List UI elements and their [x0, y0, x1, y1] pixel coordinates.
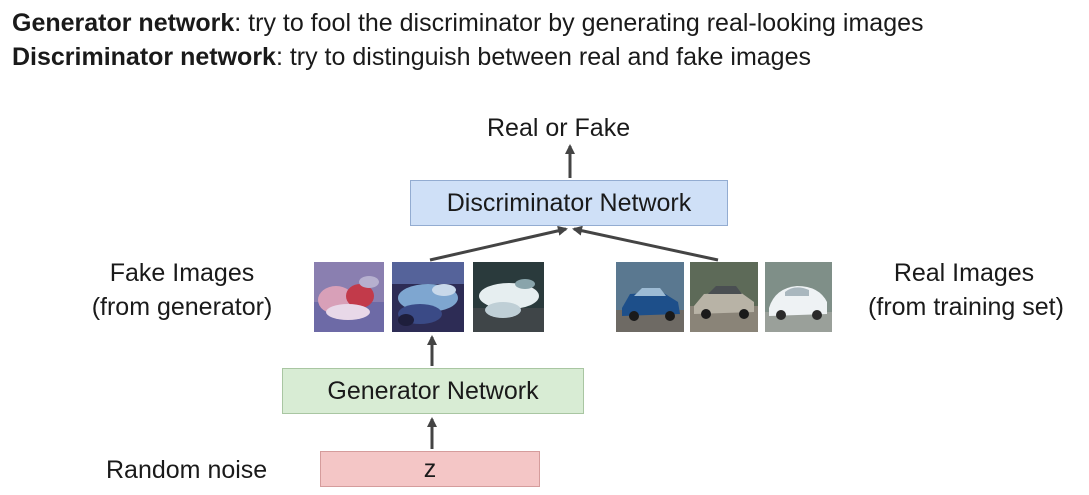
noise-z-box: z	[320, 451, 540, 487]
random-noise-label: Random noise	[106, 456, 268, 484]
real-image-2	[690, 262, 758, 332]
discriminator-network-term: Discriminator network	[12, 43, 276, 71]
fake-image-3	[473, 262, 544, 332]
fake-images-source-label: (from generator)	[91, 293, 273, 321]
fake-images-label: Fake Images	[109, 259, 255, 287]
real-image-3	[765, 262, 832, 332]
discriminator-network-box: Discriminator Network	[410, 180, 728, 226]
real-images-source-label: (from training set)	[868, 293, 1064, 321]
discriminator-network-label: Discriminator Network	[446, 188, 692, 217]
real-image-1	[616, 262, 684, 332]
arrow-fake-images-to-discriminator	[429, 225, 568, 262]
discriminator-network-definition: : try to distinguish between real and fa…	[275, 43, 811, 71]
generator-network-label: Generator Network	[327, 376, 539, 405]
fake-image-2	[392, 262, 464, 332]
output-label: Real or Fake	[487, 114, 631, 142]
real-images-label: Real Images	[893, 259, 1035, 287]
generator-network-box: Generator Network	[282, 368, 584, 414]
header-generator-description: Generator network: try to fool the discr…	[12, 8, 924, 38]
fake-image-1	[314, 262, 384, 332]
generator-network-definition: : try to fool the discriminator by gener…	[234, 9, 924, 37]
noise-z-label: z	[423, 454, 437, 483]
header-discriminator-description: Discriminator network: try to distinguis…	[12, 42, 811, 72]
generator-network-term: Generator network	[12, 9, 235, 37]
arrow-real-images-to-discriminator	[572, 225, 719, 262]
